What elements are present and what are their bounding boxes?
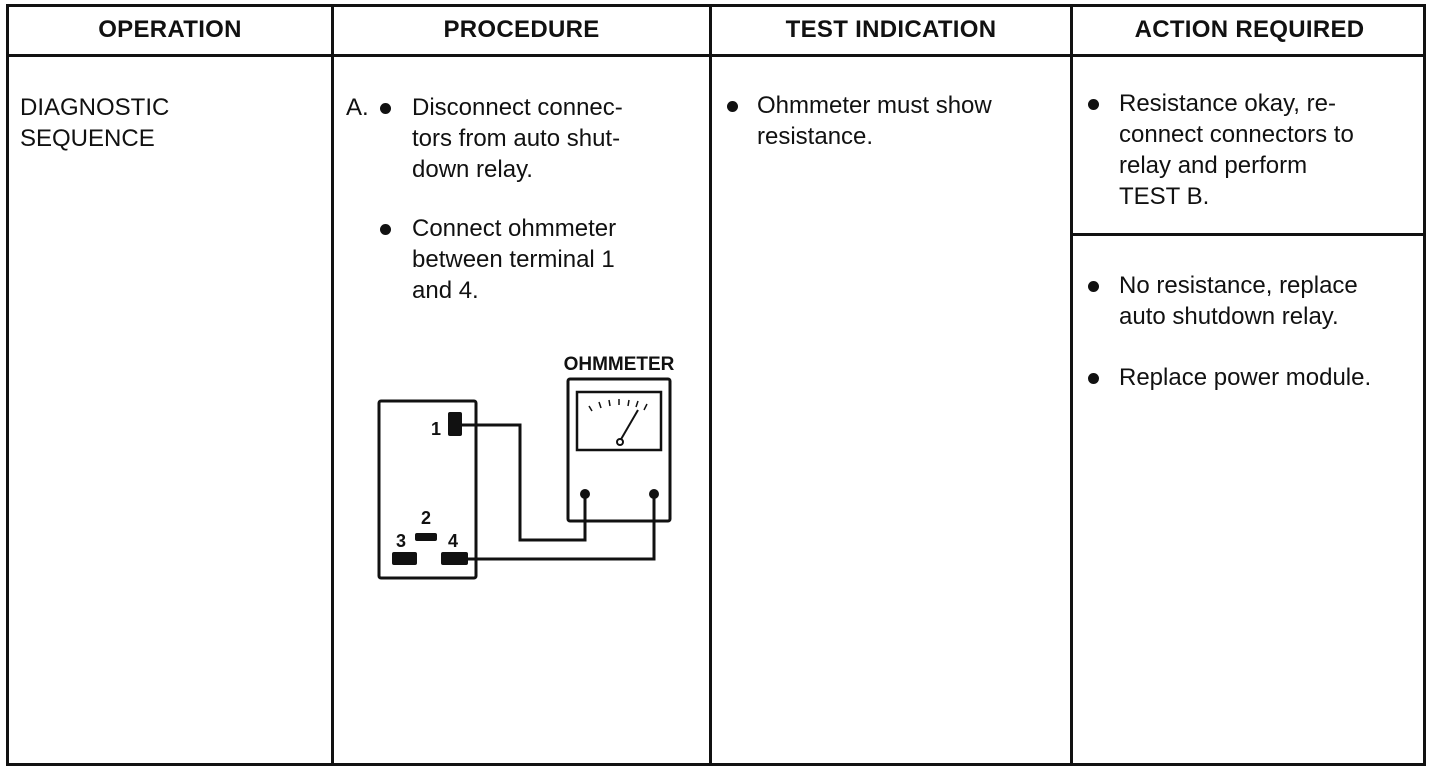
column-header-procedure: PROCEDURE — [443, 16, 600, 43]
ohmmeter — [566, 377, 672, 523]
terminal-1-pin — [448, 412, 462, 436]
operation-line: DIAGNOSTIC — [20, 94, 170, 121]
action-bullet: Replace power module. — [1088, 362, 1423, 393]
column-header-test-indication: TEST INDICATION — [785, 16, 997, 43]
operation-line: SEQUENCE — [20, 125, 155, 152]
bullet-icon — [727, 101, 738, 112]
meter-needle — [619, 409, 639, 442]
ohmmeter-label: OHMMETER — [564, 354, 675, 375]
procedure-step-label: A. — [346, 94, 369, 121]
terminal-label-4: 4 — [448, 531, 458, 551]
bullet-icon — [1088, 99, 1099, 110]
action-bullet: Resistance okay, re- connect connectors … — [1088, 88, 1423, 212]
column-header-operation: OPERATION — [98, 16, 242, 43]
action-bullet-text: Replace power module. — [1119, 364, 1372, 391]
terminal-2-pin — [415, 533, 437, 541]
action-bullet: No resistance, replace auto shutdown rel… — [1088, 270, 1423, 332]
action-row-divider — [1070, 233, 1426, 236]
procedure-bullet: Connect ohmmeter between terminal 1 and … — [380, 213, 700, 306]
bullet-icon — [380, 224, 391, 235]
bullet-icon — [380, 103, 391, 114]
bullet-icon — [1088, 281, 1099, 292]
bullet-icon — [1088, 373, 1099, 384]
test-leads — [462, 423, 656, 561]
terminal-4-pin — [441, 552, 468, 565]
scale-ticks — [588, 399, 648, 412]
column-header-action-required: ACTION REQUIRED — [1134, 16, 1365, 43]
column-divider — [709, 4, 712, 766]
test-indication-bullet: Ohmmeter must show resistance. — [727, 90, 1062, 152]
action-bullet-text: No resistance, replace auto shutdown rel… — [1119, 272, 1358, 330]
terminal-label-1: 1 — [431, 419, 441, 439]
action-bullet-text: Resistance okay, re- connect connectors … — [1119, 90, 1354, 210]
procedure-bullet-text: Connect ohmmeter between terminal 1 and … — [412, 215, 617, 304]
header-divider — [6, 54, 1426, 57]
procedure-bullet: Disconnect connec- tors from auto shut- … — [380, 92, 700, 185]
column-divider — [1070, 4, 1073, 766]
procedure-bullet-text: Disconnect connec- tors from auto shut- … — [412, 94, 623, 183]
column-divider — [331, 4, 334, 766]
terminal-label-2: 2 — [421, 508, 431, 528]
ohmmeter-wiring-diagram: OHMMETER 1 2 3 4 — [377, 354, 675, 580]
terminal-3-pin — [392, 552, 417, 565]
terminal-label-3: 3 — [396, 531, 406, 551]
test-indication-text: Ohmmeter must show resistance. — [757, 92, 992, 150]
relay-body — [377, 399, 478, 580]
table-frame — [6, 4, 1426, 766]
